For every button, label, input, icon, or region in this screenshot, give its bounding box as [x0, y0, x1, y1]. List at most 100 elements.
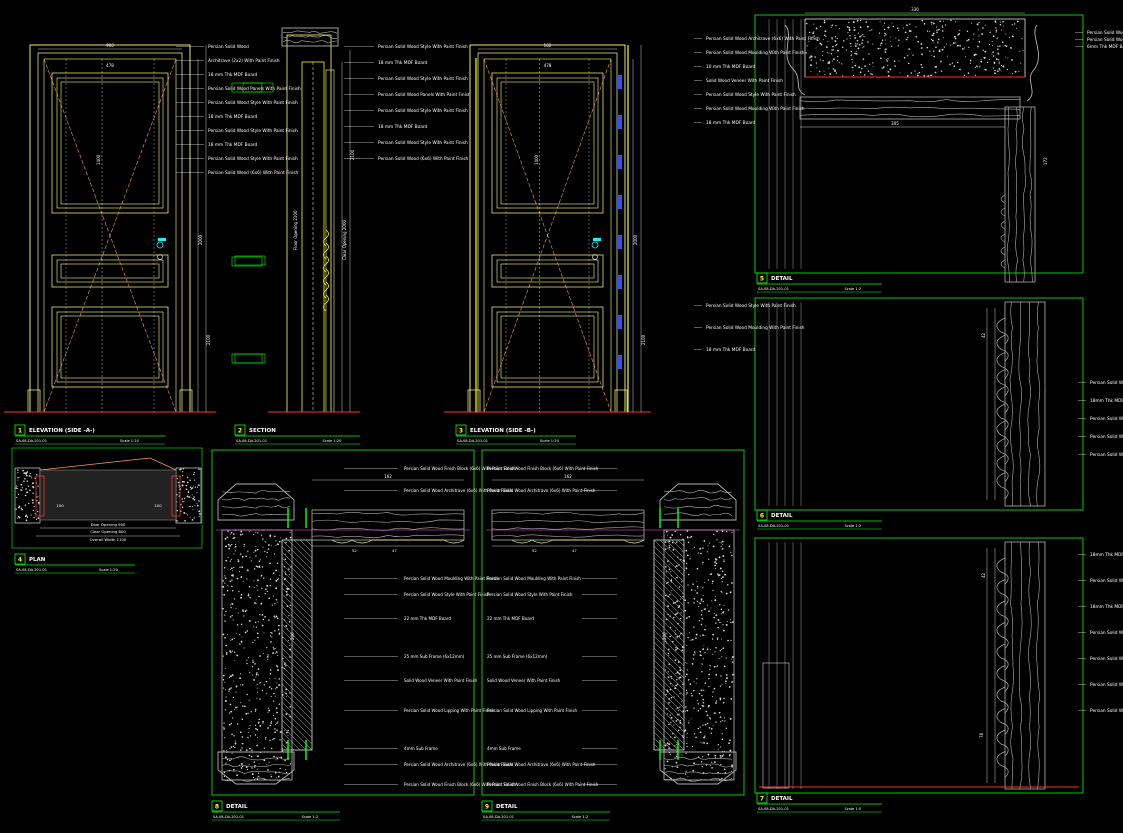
- annotation-note: 18 mm Thk MDF Board: [208, 72, 258, 78]
- concrete-hatch: [222, 529, 292, 781]
- hatch-line: [281, 671, 313, 703]
- hatch-dot: [234, 547, 236, 549]
- hatch-dot: [918, 71, 921, 74]
- hatch-dot: [242, 580, 244, 582]
- hatch-dot: [719, 621, 721, 624]
- hatch-dot: [270, 722, 273, 724]
- annotation-list: Persian Solid Wood Style With Paint Fini…: [344, 44, 471, 162]
- hatch-dot: [930, 38, 933, 41]
- hatch-dot: [689, 683, 692, 685]
- hatch-dot: [896, 27, 899, 29]
- hatch-dot: [693, 733, 696, 735]
- hatch-dot: [264, 550, 266, 553]
- hatch-dot: [238, 571, 241, 573]
- hatch-dot: [714, 754, 717, 757]
- title-number-box: [211, 800, 223, 812]
- hatch-dot: [223, 722, 225, 724]
- sheet-code: SA-08-DA-201-01: [758, 807, 789, 811]
- dimension-value: 478: [544, 63, 552, 68]
- hatch-dot: [235, 632, 237, 634]
- hatch-dot: [254, 602, 256, 604]
- hatch-line: [653, 689, 685, 721]
- hatch-dot: [835, 44, 837, 47]
- hatch-line: [281, 593, 313, 625]
- hatch-dot: [254, 549, 257, 552]
- moulding-profile: [996, 438, 1009, 465]
- hatch-line: [281, 587, 313, 619]
- hatch-dot: [696, 600, 698, 603]
- hatch-dot: [679, 706, 681, 708]
- hatch-dot: [938, 50, 941, 53]
- moulding-profile: [996, 317, 1009, 345]
- hatch-dot: [684, 661, 686, 663]
- detail-frame: [481, 449, 745, 796]
- hatch-dot: [695, 682, 697, 684]
- raised-panel-inner: [500, 315, 595, 379]
- hatch-dot: [264, 588, 267, 591]
- hatch-dot: [674, 659, 677, 662]
- hatch-dot: [690, 535, 693, 538]
- hatch-dot: [712, 695, 714, 697]
- hatch-dot: [687, 678, 690, 681]
- hatch-dot: [721, 581, 723, 583]
- hatch-dot: [20, 483, 23, 486]
- hatch-dot: [994, 72, 996, 75]
- hatch-dot: [823, 21, 826, 24]
- hatch-dot: [230, 606, 232, 609]
- hatch-line: [653, 647, 685, 679]
- hatch-dot: [274, 717, 277, 720]
- hatch-dot: [257, 532, 259, 534]
- hatch-dot: [977, 45, 979, 48]
- hatch-dot: [825, 35, 827, 38]
- hatch-dot: [288, 573, 290, 575]
- hatch-dot: [805, 52, 807, 54]
- hatch-dot: [686, 669, 688, 671]
- hatch-dot: [31, 477, 33, 479]
- moulding-profile: [996, 729, 1009, 757]
- hatch-dot: [239, 554, 241, 556]
- hatch-dot: [196, 491, 198, 493]
- hatch-dot: [241, 742, 244, 745]
- hatch-line: [281, 635, 313, 667]
- hatch-line: [281, 695, 313, 727]
- hatch-dot: [721, 540, 724, 543]
- raised-panel-outer: [491, 306, 604, 388]
- annotation-note: Persian Solid Wood Style With Paint Fini…: [208, 128, 298, 134]
- hatch-dot: [808, 40, 810, 42]
- architrave-plan: [35, 475, 45, 517]
- hatch-dot: [950, 19, 952, 22]
- annotation-note: Persian Solid Wood Architrave (6x6) With…: [487, 488, 596, 493]
- hatch-dot: [674, 630, 676, 632]
- hatch-dot: [872, 62, 874, 64]
- hatch-dot: [816, 67, 818, 69]
- hatch-dot: [978, 35, 980, 37]
- hatch-dot: [258, 718, 261, 721]
- hatch-dot: [676, 565, 678, 567]
- hatch-dot: [25, 472, 28, 474]
- hatch-dot: [699, 650, 702, 653]
- hatch-dot: [232, 573, 234, 576]
- hatch-dot: [262, 722, 264, 724]
- hatch-dot: [243, 615, 245, 617]
- hatch-dot: [988, 43, 990, 45]
- hatch-dot: [731, 661, 734, 663]
- hatch-dot: [225, 545, 228, 548]
- hatch-dot: [192, 509, 194, 511]
- hatch-dot: [701, 766, 704, 768]
- hatch-dot: [685, 562, 688, 565]
- hatch-line: [281, 683, 313, 715]
- hatch-dot: [272, 715, 275, 717]
- hatch-dot: [250, 755, 253, 758]
- hatch-dot: [699, 731, 702, 734]
- hatch-dot: [713, 613, 715, 614]
- hatch-dot: [721, 592, 723, 594]
- door-opening: [39, 469, 177, 521]
- hatch-dot: [255, 626, 258, 628]
- title-number: 7: [760, 796, 764, 803]
- hatch-dot: [836, 60, 839, 62]
- hatch-dot: [724, 573, 727, 576]
- hatch-dot: [961, 48, 964, 50]
- hatch-dot: [897, 45, 899, 47]
- hatch-dot: [912, 54, 914, 56]
- hatch-dot: [684, 729, 687, 732]
